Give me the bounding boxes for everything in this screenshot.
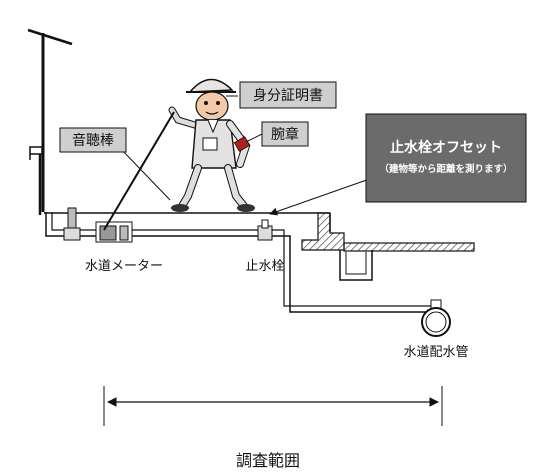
id-certificate-label: 身分証明書 [239, 81, 337, 109]
svg-text:止水栓オフセット: 止水栓オフセット [390, 139, 502, 156]
listening-stick [103, 111, 175, 231]
survey-range-dimension [103, 386, 443, 426]
svg-text:（建物等から距離を測ります）: （建物等から距離を測ります） [379, 163, 512, 175]
water-meter-icon [95, 221, 133, 243]
id-card-icon [202, 137, 218, 151]
stopcock-valve-icon [63, 207, 81, 241]
stopcock-icon [257, 219, 273, 241]
armband-label: 腕章 [261, 121, 309, 147]
water-main-label: 水道配水管 [403, 345, 468, 360]
curb-and-gutter [301, 212, 475, 281]
svg-text:音聴棒: 音聴棒 [72, 132, 114, 149]
water-main-pipe-icon [421, 299, 451, 337]
helmet-icon [188, 78, 234, 93]
svg-text:身分証明書: 身分証明書 [253, 88, 323, 104]
stopcock-label: 止水栓 [245, 259, 284, 274]
faucet-icon [29, 146, 43, 215]
pole [27, 28, 73, 212]
water-meter-label: 水道メーター [85, 259, 163, 274]
svg-text:腕章: 腕章 [271, 126, 299, 143]
ground-slab [44, 212, 331, 232]
survey-range-label: 調査範囲 [236, 451, 300, 470]
service-pipe [45, 212, 436, 313]
worker-figure-icon [168, 78, 255, 212]
listening-stick-label: 音聴棒 [59, 127, 127, 153]
stopcock-offset-box: 止水栓オフセット （建物等から距離を測ります） [365, 113, 527, 203]
